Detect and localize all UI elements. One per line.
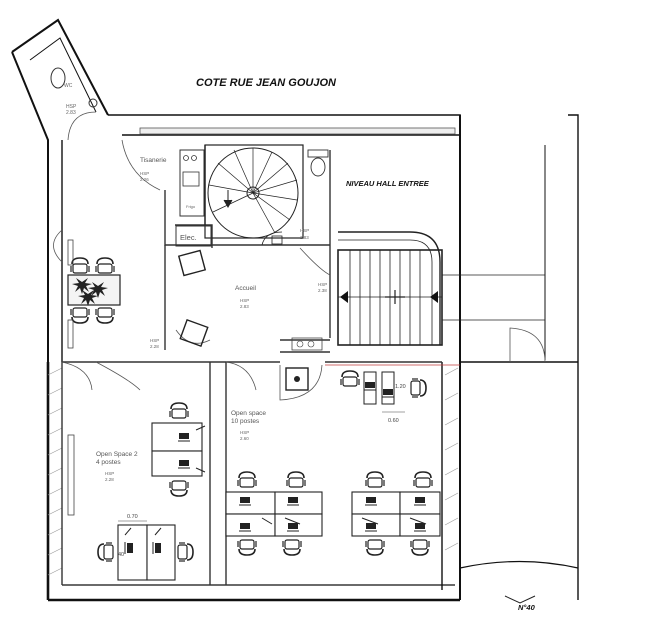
desk-icon: [151, 450, 203, 477]
elec-room: Elec.: [175, 225, 212, 247]
svg-text:HSP: HSP: [150, 338, 159, 343]
svg-text:2.83: 2.83: [66, 110, 76, 116]
svg-text:0.70: 0.70: [127, 514, 138, 520]
wall-hatching: [47, 367, 459, 576]
svg-text:0.60: 0.60: [388, 418, 399, 424]
desk-cluster-b: [351, 471, 441, 556]
desk-icon: [151, 422, 203, 452]
svg-text:HSP: HSP: [240, 430, 249, 435]
svg-text:HSP: HSP: [105, 471, 114, 476]
svg-text:Accueil: Accueil: [235, 285, 257, 292]
sink-icon: [182, 171, 200, 187]
svg-text:WC: WC: [64, 83, 73, 89]
chair-icon: [285, 367, 309, 391]
svg-text:Open space: Open space: [231, 410, 266, 417]
svg-text:2.83: 2.83: [300, 235, 309, 240]
svg-text:2.26: 2.26: [140, 177, 149, 182]
spiral-stair-icon: [204, 144, 304, 246]
svg-text:Open Space 2: Open Space 2: [96, 451, 138, 458]
svg-text:1.20: 1.20: [395, 384, 406, 390]
wc-room: WC HSP 2.83: [50, 67, 98, 116]
open-space-10: Open space 10 postes HSP 2.60 1.20 0.60: [225, 367, 441, 556]
svg-text:HSP: HSP: [140, 171, 149, 176]
svg-text:2.83: 2.83: [240, 304, 249, 309]
svg-text:HSP: HSP: [318, 282, 327, 287]
arrow-left-icon: [340, 291, 348, 303]
hall-heading: NIVEAU HALL ENTREE: [346, 179, 430, 188]
hall-stairs: [337, 231, 545, 346]
svg-text:2.60: 2.60: [240, 436, 249, 441]
svg-text:HSP: HSP: [66, 104, 77, 110]
chevron-down-icon: [504, 595, 536, 604]
svg-text:2.38: 2.38: [318, 288, 327, 293]
svg-text:2.28: 2.28: [105, 477, 114, 482]
toilet-icon: [307, 149, 329, 177]
windows: [67, 239, 75, 516]
tisanerie: Tisanerie HSP 2.26 Frigo: [140, 149, 205, 217]
svg-text:40: 40: [118, 552, 124, 558]
walls: [11, 18, 579, 602]
accueil: Accueil HSP 2.83: [177, 249, 323, 351]
open-space-2: Open Space 2 4 postes HSP 2.28 0.70 40: [96, 402, 206, 581]
svg-text:2.28: 2.28: [150, 344, 159, 349]
svg-text:Elec.: Elec.: [180, 233, 197, 242]
door-swing-icon: [53, 111, 546, 401]
street-number: N°40: [518, 603, 536, 612]
svg-text:Frigo: Frigo: [186, 204, 196, 209]
svg-text:HSP: HSP: [240, 298, 249, 303]
street-heading: COTE RUE JEAN GOUJON: [196, 77, 337, 89]
svg-text:10 postes: 10 postes: [231, 418, 260, 425]
desk-cluster-a: [225, 471, 323, 556]
svg-text:HSP: HSP: [300, 228, 309, 233]
svg-text:4 postes: 4 postes: [96, 459, 121, 466]
meeting-table: [67, 257, 121, 324]
svg-text:Tisanerie: Tisanerie: [140, 157, 167, 164]
arrow-left-icon: [430, 291, 438, 303]
